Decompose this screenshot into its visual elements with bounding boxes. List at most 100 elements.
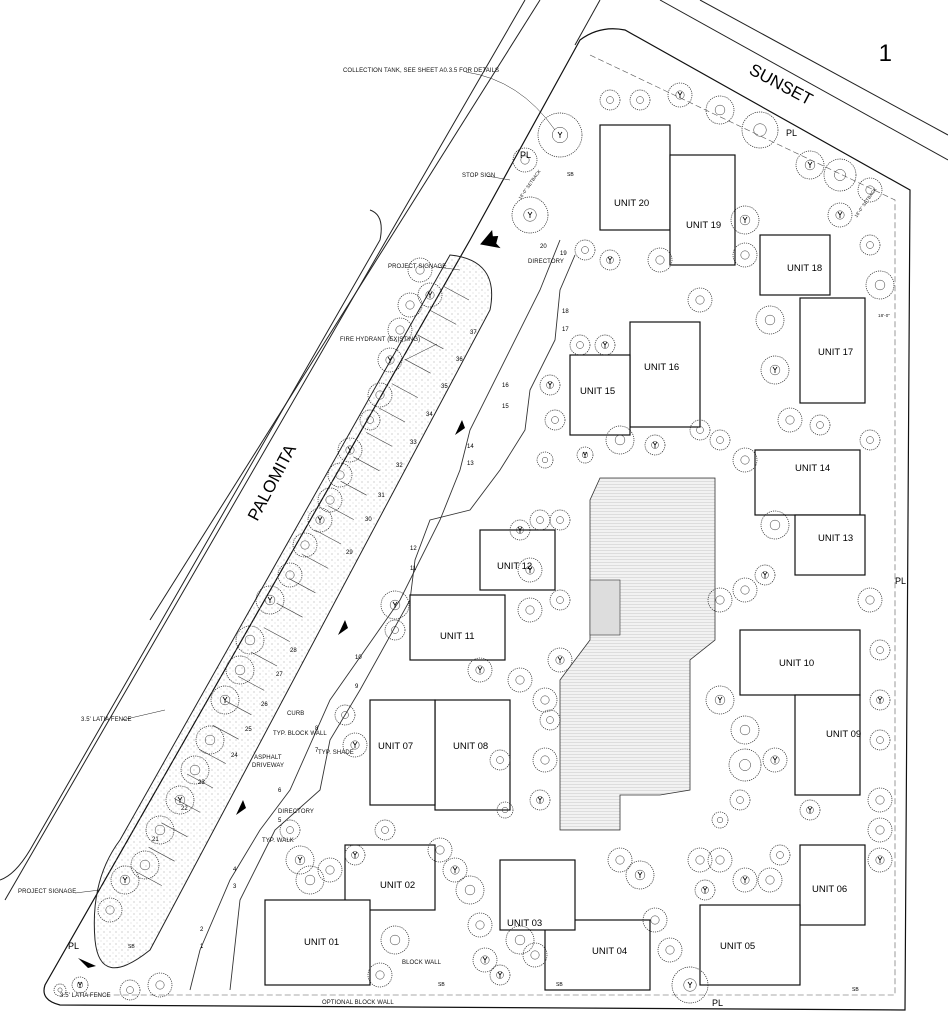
tree-canopy <box>859 234 881 256</box>
parking-number-3: 3 <box>233 884 237 890</box>
fire-hydrant-note: FIRE HYDRANT (EXISTING) <box>340 337 421 343</box>
tree-trunk <box>57 987 63 993</box>
tree-symbol <box>222 696 228 703</box>
tree-trunk <box>154 824 166 836</box>
typ-shade-note: TYP. SHADE <box>318 750 354 756</box>
tree-canopy <box>509 519 531 541</box>
tree-canopy <box>359 409 381 431</box>
project-signage-bottom-note: PROJECT SIGNAGE <box>18 889 77 895</box>
tree-trunk <box>496 971 504 979</box>
tree-trunk <box>576 341 584 349</box>
tree-canopy <box>647 247 673 273</box>
tree-trunk <box>540 695 550 705</box>
tree-trunk <box>556 516 564 524</box>
tree-canopy <box>757 867 783 893</box>
tree-trunk <box>714 104 726 116</box>
tree-symbol <box>807 806 813 813</box>
tree-canopy <box>455 875 485 905</box>
tree-canopy <box>145 815 175 845</box>
tree-canopy <box>869 729 891 751</box>
tree-canopy <box>642 907 668 933</box>
tree-trunk <box>866 241 874 249</box>
tree-symbol <box>877 856 883 863</box>
tree-trunk <box>501 806 509 814</box>
tree-trunk <box>155 980 165 990</box>
directory-top-note: DIRECTORY <box>528 259 565 265</box>
tree-canopy <box>210 685 240 715</box>
tree-symbol <box>482 956 488 963</box>
parking-number-32: 32 <box>396 463 403 469</box>
tree-trunk <box>285 570 295 580</box>
tree-canopy <box>467 657 493 683</box>
tree-canopy <box>730 205 760 235</box>
tree-canopy <box>730 715 760 745</box>
parking-number-7: 7 <box>315 748 319 754</box>
tree-canopy <box>467 912 493 938</box>
unit-label-19: UNIT 19 <box>686 220 722 231</box>
parking-number-19: 19 <box>560 251 567 257</box>
parking-number-33: 33 <box>410 440 417 446</box>
parking-number-25: 25 <box>245 727 252 733</box>
tree-trunk <box>475 665 485 675</box>
parking-number-20: 20 <box>540 244 547 250</box>
tree-trunk <box>530 950 540 960</box>
tree-canopy <box>532 747 558 773</box>
tree-trunk <box>300 540 310 550</box>
tree-trunk <box>765 875 775 885</box>
tree-trunk <box>695 295 705 305</box>
property-line-marker-4: PL <box>68 941 80 951</box>
tree-trunk <box>739 724 751 736</box>
tree-canopy <box>539 709 561 731</box>
asphalt-label: ASPHALT <box>254 755 282 761</box>
internal-driveway <box>189 239 576 991</box>
tree-trunk <box>551 416 559 424</box>
tree-trunk <box>615 855 625 865</box>
tree-canopy <box>536 451 554 469</box>
tree-canopy <box>707 847 733 873</box>
tree-trunk <box>515 675 525 685</box>
tree-canopy <box>857 587 883 613</box>
tree-trunk <box>541 456 549 464</box>
tree-canopy <box>599 249 621 271</box>
tree-canopy <box>110 865 140 895</box>
tree-canopy <box>823 158 857 192</box>
parking-number-11: 11 <box>410 566 417 572</box>
tree-trunk <box>325 865 335 875</box>
tree-canopy <box>732 577 758 603</box>
tree-canopy <box>285 845 315 875</box>
tree-trunk <box>835 210 845 220</box>
tree-trunk <box>739 214 751 226</box>
tree-trunk <box>816 421 824 429</box>
tree-symbol <box>267 596 273 603</box>
tree-canopy <box>71 976 89 994</box>
tree-trunk <box>450 865 460 875</box>
tree-trunk <box>601 341 609 349</box>
parking-number-35: 35 <box>441 384 448 390</box>
tree-trunk <box>351 851 359 859</box>
tree-trunk <box>866 436 874 444</box>
tree-canopy <box>732 867 758 893</box>
tree-trunk <box>606 256 614 264</box>
tree-canopy <box>532 687 558 713</box>
unit-label-20: UNIT 20 <box>614 198 650 209</box>
tree-trunk <box>650 915 660 925</box>
parking-strip <box>93 254 493 969</box>
parking-number-21: 21 <box>152 837 159 843</box>
tree-trunk <box>514 934 526 946</box>
tree-symbol <box>742 216 748 223</box>
tree-trunk <box>740 585 750 595</box>
tree-canopy <box>687 287 713 313</box>
tree-canopy <box>97 897 123 923</box>
tree-trunk <box>546 716 554 724</box>
tree-trunk <box>552 127 568 143</box>
tree-canopy <box>255 585 285 615</box>
tree-trunk <box>375 970 385 980</box>
tree-trunk <box>204 734 216 746</box>
tree-canopy <box>769 844 791 866</box>
tree-canopy <box>397 292 423 318</box>
tree-trunk <box>876 736 884 744</box>
tree-canopy <box>869 689 891 711</box>
tree-canopy <box>809 414 831 436</box>
tree-canopy <box>119 979 141 1001</box>
tree-trunk <box>556 596 564 604</box>
